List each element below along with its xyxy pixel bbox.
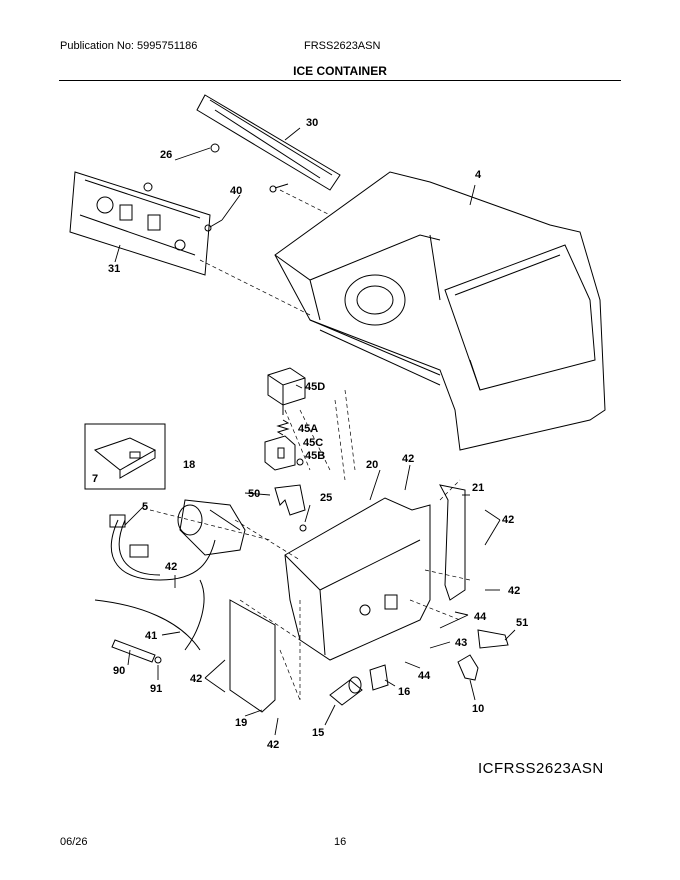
callout-16: 16	[398, 686, 410, 698]
callout-42-lower-left: 42	[190, 673, 202, 685]
callout-45B: 45B	[305, 450, 325, 462]
part-21-side-bracket	[439, 484, 466, 601]
callout-21: 21	[472, 482, 484, 494]
part-18-motor	[177, 499, 246, 556]
callout-42-top: 42	[402, 453, 414, 465]
callout-5: 5	[142, 501, 148, 513]
callout-18: 18	[183, 459, 195, 471]
page-title: ICE CONTAINER	[293, 64, 387, 78]
callout-91: 91	[150, 683, 162, 695]
publication-number: Publication No: 5995751186	[60, 40, 198, 52]
part-50-bracket	[274, 484, 306, 516]
callout-31: 31	[108, 263, 120, 275]
callout-20: 20	[366, 459, 378, 471]
part-20-housing	[284, 497, 431, 661]
part-30-top-rail	[196, 94, 341, 191]
callout-4: 4	[475, 169, 482, 181]
part-15-cylinder	[329, 676, 363, 706]
callout-43: 43	[455, 637, 467, 649]
part-16-cam	[369, 664, 389, 691]
part-31-front-bracket	[69, 171, 211, 276]
part-19-plate	[229, 599, 276, 713]
callout-44-lower: 44	[418, 670, 431, 682]
callout-45D: 45D	[305, 381, 325, 393]
screws-26-40	[143, 143, 289, 232]
part-91-cap	[154, 656, 162, 664]
part-4-ice-container	[274, 171, 606, 451]
callout-45A: 45A	[298, 423, 318, 435]
callout-leaders	[114, 127, 516, 736]
page-number: 16	[334, 836, 347, 848]
callout-45C: 45C	[303, 437, 323, 449]
callout-41: 41	[145, 630, 157, 642]
footer-date: 06/26	[60, 836, 88, 848]
callout-50: 50	[248, 488, 260, 500]
callout-19: 19	[235, 717, 247, 729]
callout-26: 26	[160, 149, 172, 161]
header-divider	[59, 80, 621, 81]
part-5-wire-harness	[94, 514, 216, 651]
callout-90: 90	[113, 665, 125, 677]
assembly-guide-lines	[149, 189, 471, 701]
part-45B-clip	[296, 458, 304, 466]
callout-42-bottom: 42	[267, 739, 279, 751]
callout-10: 10	[472, 703, 484, 715]
part-7-inset-box	[84, 423, 166, 490]
callout-7: 7	[92, 473, 98, 485]
callout-42-mid-right: 42	[508, 585, 520, 597]
callout-labels: 30 26 40 31 4 45D 45A 45C 45B 7 18 20 42…	[92, 117, 528, 751]
part-45A-spring	[276, 419, 290, 436]
callout-51: 51	[516, 617, 528, 629]
callout-15: 15	[312, 727, 324, 739]
diagram-code: ICFRSS2623ASN	[478, 760, 604, 777]
part-90-rod	[111, 639, 156, 663]
callout-25: 25	[320, 492, 332, 504]
callout-30: 30	[306, 117, 318, 129]
model-number: FRSS2623ASN	[304, 40, 381, 52]
part-51-bushing	[477, 629, 509, 649]
part-45C-bracket	[264, 435, 296, 471]
callout-40: 40	[230, 185, 242, 197]
callout-44-upper: 44	[474, 611, 487, 623]
callout-42-right: 42	[502, 514, 514, 526]
part-45D-solenoid	[267, 367, 306, 415]
part-25-screw	[299, 524, 307, 532]
part-10-lever	[457, 654, 479, 681]
callout-42-left: 42	[165, 561, 177, 573]
